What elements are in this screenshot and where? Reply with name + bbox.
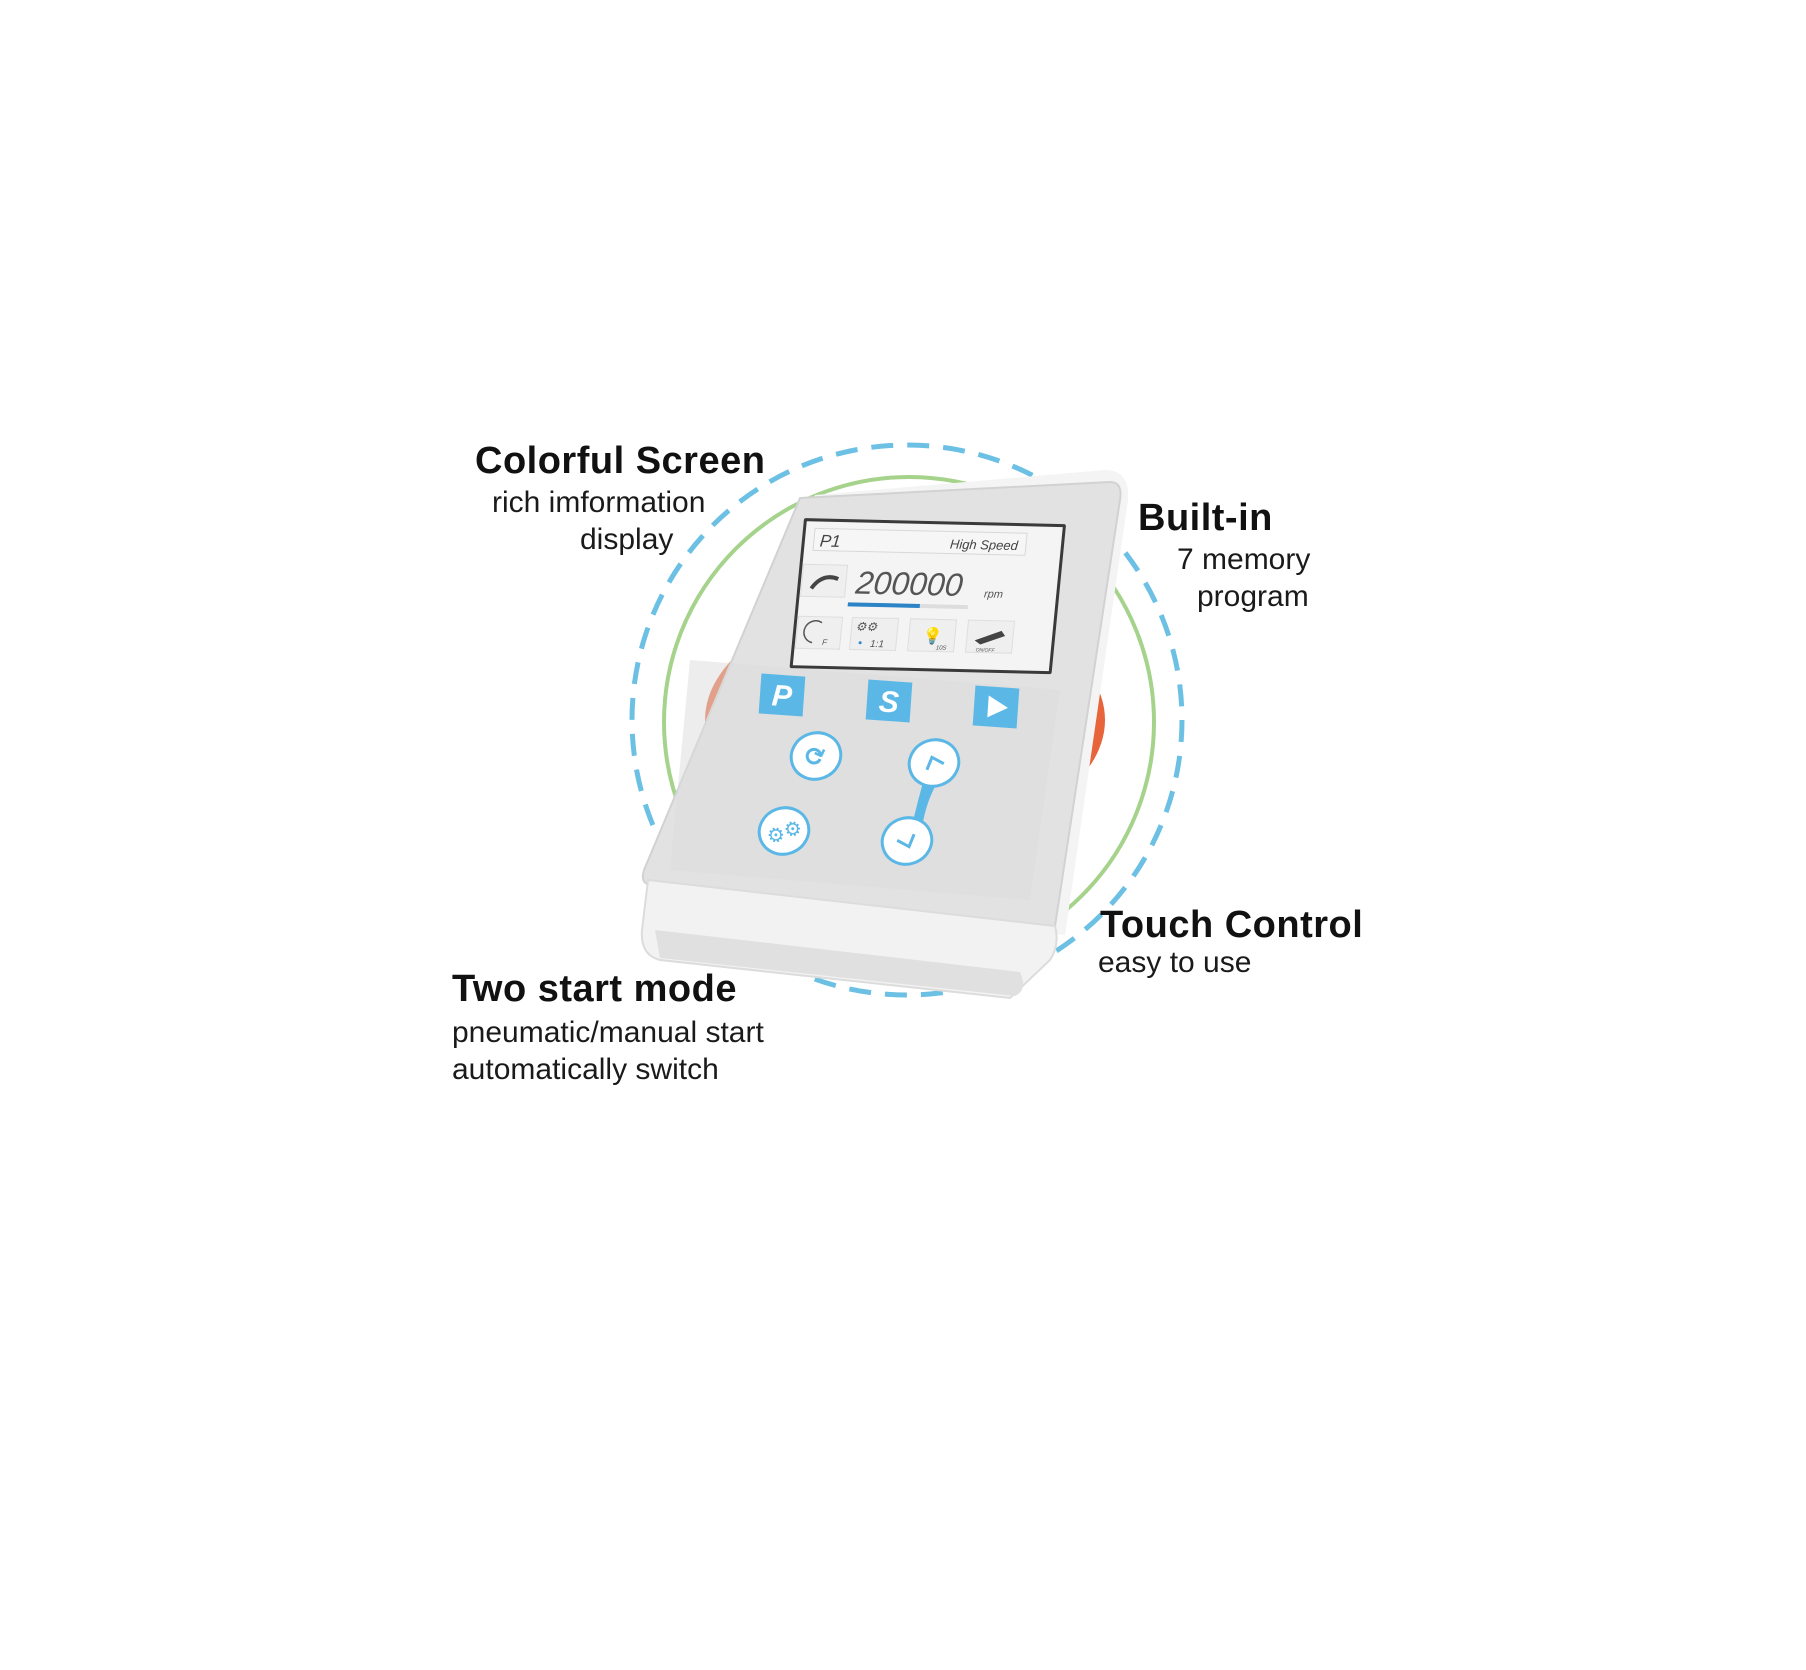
feature-subtitle: display: [580, 523, 674, 556]
foot-switch-label: ON/OFF: [975, 647, 995, 653]
program-button[interactable]: P: [758, 673, 806, 717]
feature-title: Two start mode: [452, 968, 737, 1010]
dashed-ring: [629, 442, 1185, 998]
play-icon: [987, 695, 1008, 718]
svg-text:S: S: [878, 685, 900, 719]
up-button[interactable]: [903, 733, 966, 793]
feature-subtitle: program: [1197, 580, 1309, 613]
speed-value: 200000: [853, 565, 964, 603]
ratio-label: 1:1: [869, 639, 884, 650]
feature-title: Built-in: [1138, 497, 1273, 539]
feature-colorful-screen: Colorful Screen: [475, 440, 765, 483]
light-bulb-icon: 💡: [922, 626, 944, 645]
up-down-connector: [912, 775, 940, 828]
start-button[interactable]: [972, 685, 1020, 729]
device-bottom-edge: [655, 930, 1024, 996]
feature-title: Touch Control: [1100, 904, 1364, 946]
program-label: P1: [819, 532, 842, 551]
mode-label: High Speed: [949, 537, 1019, 554]
speedometer-icon: [809, 575, 840, 590]
feature-title: Colorful Screen: [475, 440, 766, 482]
program-bar: [812, 527, 1028, 556]
feature-subtitle: easy to use: [1098, 946, 1252, 979]
gears-button[interactable]: ⚙⚙: [753, 801, 816, 861]
chevron-down-icon: [896, 833, 916, 849]
svg-text:P: P: [771, 679, 794, 713]
device-screen: P1 High Speed 200000 rpm F ⚙⚙ 1:1 💡 10S …: [789, 518, 1066, 675]
speed-unit: rpm: [983, 588, 1003, 600]
feature-subtitle: pneumatic/manual start: [452, 1016, 764, 1049]
speed-bar-fill: [847, 602, 921, 608]
down-button[interactable]: [876, 811, 939, 871]
setting-button[interactable]: S: [865, 679, 913, 723]
feature-subtitle: automatically switch: [452, 1053, 719, 1086]
feature-subtitle: rich imformation: [492, 486, 706, 519]
refresh-button[interactable]: ⟳: [785, 726, 848, 786]
direction-icon: [803, 620, 823, 644]
direction-label: F: [822, 638, 829, 647]
foot-pedal-icon: [974, 630, 1006, 645]
gears-icon: ⚙⚙: [855, 620, 878, 634]
feature-subtitle: 7 memory: [1177, 543, 1311, 576]
chevron-up-icon: [925, 755, 945, 771]
light-time-label: 10S: [935, 645, 946, 651]
